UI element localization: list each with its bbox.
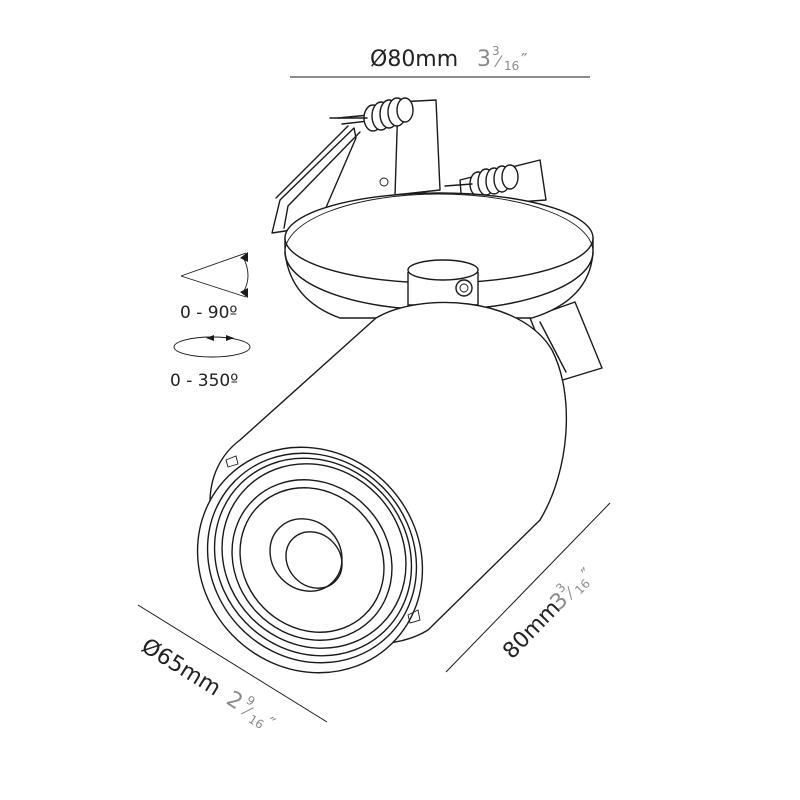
right-spring-icon xyxy=(444,164,519,197)
top-dimension: Ø80mm 3 3 ⁄ 16 ″ xyxy=(290,44,590,78)
tilt-angle-icon xyxy=(180,252,249,298)
tilt-angle-label: 0 - 90º xyxy=(180,303,237,323)
bottom-dimension-line xyxy=(137,604,328,723)
top-dimension-imperial-numerator: 3 xyxy=(492,44,500,58)
left-spring-icon xyxy=(329,97,414,132)
bottom-dimension-inch-mark: ″ xyxy=(261,713,278,735)
right-dimension-line xyxy=(445,502,611,673)
spotlight-fixture xyxy=(196,97,603,674)
top-dimension-fraction-slash: ⁄ xyxy=(494,52,503,71)
top-dimension-imperial-denominator: 16 xyxy=(504,59,519,73)
top-dimension-inch-mark: ″ xyxy=(521,50,528,71)
top-dimension-metric: Ø80mm xyxy=(370,47,458,72)
bottom-dimension-metric: Ø65mm xyxy=(137,634,225,702)
bottom-dimension-imperial-whole: 2 xyxy=(222,687,247,716)
pan-rotation-label: 0 - 350º xyxy=(170,371,238,391)
pan-rotation-icon xyxy=(173,335,251,358)
top-dimension-imperial-whole: 3 xyxy=(477,47,491,72)
bottom-dimension-imperial-denominator: 16 xyxy=(246,712,266,732)
